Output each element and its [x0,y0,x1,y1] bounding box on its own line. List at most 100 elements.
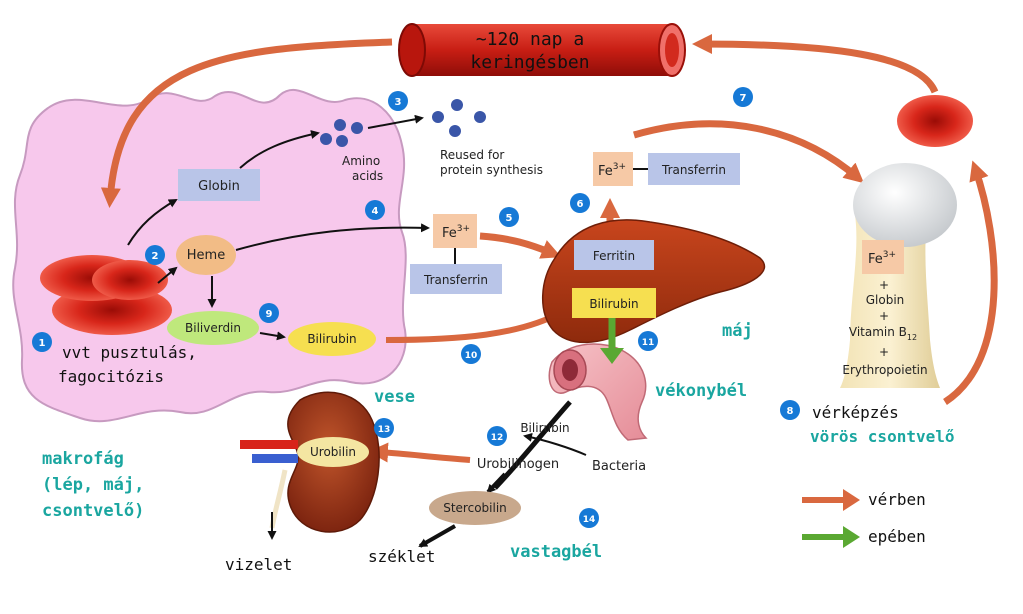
bone-plus-1: + [879,278,889,292]
svg-text:10: 10 [465,351,478,361]
step-badge: 5 [499,207,519,227]
svg-text:8: 8 [787,406,794,417]
liver-label: máj [722,321,753,341]
svg-text:2: 2 [152,251,159,262]
feces-label: széklet [368,547,435,566]
globin-box [178,169,260,201]
fe-box-bone [862,240,904,274]
arrow-urobilinogen-to-kidney [368,442,471,463]
amino-acid-dots [320,119,363,147]
arrow-rbc-to-globin [127,199,178,246]
svg-text:9: 9 [266,309,273,320]
bilirubin-label-macrophage: Bilirubin [307,332,356,346]
arrow-rbc-to-heme [157,266,178,284]
arrow-marrow-to-rbc [943,160,998,405]
bilirubin-label-liver: Bilirubin [589,297,638,311]
svg-text:14: 14 [583,515,596,525]
svg-text:7: 7 [740,93,747,104]
marrow-label-2: vörös csontvelő [810,427,955,446]
bilirubin-node-macrophage [288,322,376,356]
urobilin-label: Urobilin [310,445,356,459]
svg-text:4: 4 [372,206,379,217]
kidney-label: vese [374,387,415,407]
step-badge: 12 [487,426,507,446]
rbc-cluster [40,255,172,335]
urine-label: vizelet [225,555,292,574]
fe-box-right [593,152,633,186]
transferrin-box-left [410,264,502,294]
step-badge: 2 [145,245,165,265]
fe-label-bone: Fe3+ [868,250,896,267]
step-badge: 11 [638,331,658,351]
reused-label-line1: Reused for [440,148,504,162]
amino-label-line2: acids [352,169,383,183]
bone-globin-label: Globin [866,293,905,307]
ferritin-box [574,240,654,270]
svg-text:11: 11 [642,338,655,348]
large-intestine-label: vastagbél [510,542,602,562]
small-intestine [548,343,648,441]
marrow-label-1: vérképzés [812,403,899,422]
biliverdin-label: Biliverdin [185,321,241,335]
bone-epo-label: Erythropoietin [842,363,927,377]
step-badge: 9 [259,303,279,323]
vessel-text-line1: ~120 nap a [476,29,584,50]
transferrin-label-right: Transferrin [661,163,726,177]
small-intestine-label: vékonybél [655,381,747,401]
amino-label-line1: Amino [342,154,380,168]
svg-text:5: 5 [506,213,513,224]
step-badge: 10 [461,344,481,364]
step-badge: 13 [374,418,394,438]
step-badge: 3 [388,91,408,111]
globin-label: Globin [198,179,240,194]
stercobilin-arrow [486,472,507,494]
arrow-globin-to-amino [239,130,320,169]
step-badge: 4 [365,200,385,220]
heme-node [176,235,236,275]
arrow-heme-to-fe [235,223,430,251]
transferrin-box-right [648,153,740,185]
intestine-bilirubin-label: Bilirubin [520,421,569,435]
arrow-vessel-to-macrophage [100,38,393,208]
bilirubin-box-liver [572,288,656,318]
arrow-bilirubin-to-liver [385,308,570,343]
urobilin-node [297,437,369,467]
legend-bile-label: epében [868,527,926,546]
bone-plus-3: + [879,345,889,359]
fe-label-left: Fe3+ [442,224,470,241]
reused-label-line2: protein synthesis [440,163,543,177]
fe-box-left [433,214,477,248]
svg-text:13: 13 [378,425,391,435]
arrow-amino-to-reused [367,114,424,129]
step-badge: 8 [780,400,800,420]
macrophage-label-line1: makrofág [42,449,124,469]
legend-bile-arrow [802,526,860,548]
urobilinogen-label: Urobilinogen [477,457,559,472]
legend-blood-arrow [802,489,860,511]
macrophage-label-line2: (lép, máj, [42,475,144,495]
step-badge: 6 [570,193,590,213]
ferritin-label: Ferritin [593,249,635,263]
intestinal-curve-arrow [493,400,572,490]
macrophage-label-line3: csontvelő) [42,501,144,521]
bacteria-label: Bacteria [592,459,646,474]
arrow-transferrin-to-marrow [633,120,865,184]
step-badge: 7 [733,87,753,107]
bone-vitamin-label: Vitamin B12 [849,325,917,342]
legend: vérben epében [802,489,926,548]
legend-blood-label: vérben [868,490,926,509]
stercobilin-node [429,491,521,525]
red-blood-cell [897,95,973,147]
bone-plus-2: + [879,309,889,323]
reused-dots [432,99,486,137]
step-badge: 14 [579,508,599,528]
svg-text:1: 1 [39,338,46,349]
bone-shape [840,163,957,388]
rbc-destruction-line1: vvt pusztulás, [62,343,197,362]
rbc-destruction-line2: fagocitózis [58,367,164,386]
vessel-text-line2: keringésben [470,52,589,73]
step-badge: 1 [32,332,52,352]
transferrin-label-left: Transferrin [423,273,488,287]
bacteria-arrow [523,432,587,456]
blood-vessel [398,23,686,77]
